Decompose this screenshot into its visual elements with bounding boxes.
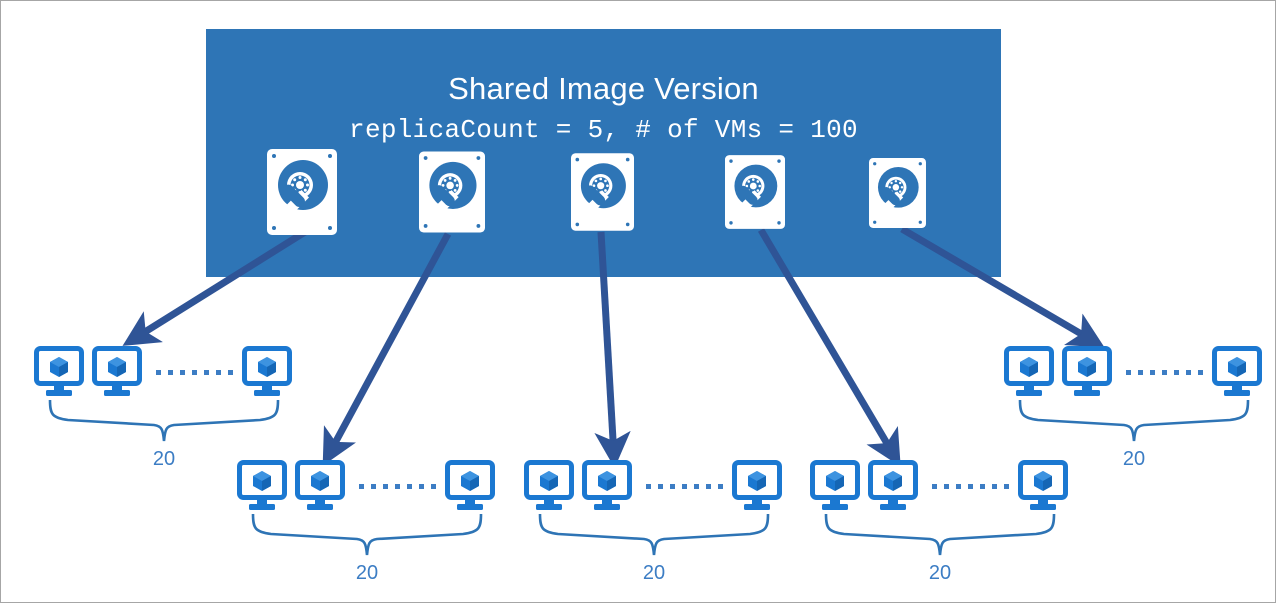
vm-ellipsis: [156, 370, 233, 375]
vm-icon-3[interactable]: [732, 460, 782, 517]
vm-icon: [582, 460, 632, 510]
vm-icon: [34, 346, 84, 396]
vm-group-3: 20: [524, 460, 782, 583]
vm-icon: [732, 460, 782, 510]
vm-row: [524, 460, 782, 516]
vm-group-5: 20: [1004, 346, 1262, 469]
vm-icon: [868, 460, 918, 510]
vm-group-1: 20: [34, 346, 292, 469]
group-count-label: 20: [1122, 448, 1146, 470]
hard-disk-icon: [571, 153, 634, 231]
vm-icon-2[interactable]: [92, 346, 142, 403]
hard-disk-icon: [869, 158, 926, 228]
replica-disk-3[interactable]: [571, 153, 634, 236]
vm-row: [34, 346, 292, 402]
group-brace: [1018, 400, 1250, 442]
vm-icon: [1062, 346, 1112, 396]
vm-ellipsis: [646, 484, 723, 489]
page-title: Shared Image Version: [448, 71, 759, 106]
vm-group-2: 20: [237, 460, 495, 583]
vm-icon-1[interactable]: [810, 460, 860, 517]
vm-ellipsis: [1126, 370, 1203, 375]
vm-icon: [92, 346, 142, 396]
vm-icon: [445, 460, 495, 510]
replica-disk-1[interactable]: [267, 149, 337, 240]
vm-ellipsis: [932, 484, 1009, 489]
group-count-label: 20: [152, 448, 176, 470]
vm-icon-1[interactable]: [524, 460, 574, 517]
hard-disk-icon: [267, 149, 337, 235]
group-brace: [48, 400, 280, 442]
vm-group-4: 20: [810, 460, 1068, 583]
vm-ellipsis: [359, 484, 436, 489]
vm-icon-2[interactable]: [295, 460, 345, 517]
group-count-label: 20: [928, 562, 952, 584]
vm-icon-1[interactable]: [34, 346, 84, 403]
replica-disk-2[interactable]: [419, 151, 485, 238]
vm-row: [237, 460, 495, 516]
group-brace: [824, 514, 1056, 556]
vm-icon: [810, 460, 860, 510]
vm-icon: [524, 460, 574, 510]
vm-row: [810, 460, 1068, 516]
vm-icon-3[interactable]: [445, 460, 495, 517]
group-brace: [538, 514, 770, 556]
vm-icon: [295, 460, 345, 510]
hard-disk-icon: [725, 155, 785, 229]
vm-icon-2[interactable]: [582, 460, 632, 517]
vm-icon: [1018, 460, 1068, 510]
vm-icon: [1004, 346, 1054, 396]
vm-icon-3[interactable]: [242, 346, 292, 403]
vm-icon-3[interactable]: [1018, 460, 1068, 517]
vm-icon: [1212, 346, 1262, 396]
vm-row: [1004, 346, 1262, 402]
vm-icon-1[interactable]: [1004, 346, 1054, 403]
vm-icon-1[interactable]: [237, 460, 287, 517]
vm-icon-2[interactable]: [1062, 346, 1112, 403]
vm-icon: [242, 346, 292, 396]
group-count-label: 20: [355, 562, 379, 584]
vm-icon-3[interactable]: [1212, 346, 1262, 403]
replica-disk-4[interactable]: [725, 155, 785, 234]
replica-disk-5[interactable]: [869, 158, 926, 233]
hard-disk-icon: [419, 151, 485, 233]
group-brace: [251, 514, 483, 556]
vm-icon-2[interactable]: [868, 460, 918, 517]
replica-count-subtitle: replicaCount = 5, # of VMs = 100: [349, 115, 858, 145]
group-count-label: 20: [642, 562, 666, 584]
vm-icon: [237, 460, 287, 510]
